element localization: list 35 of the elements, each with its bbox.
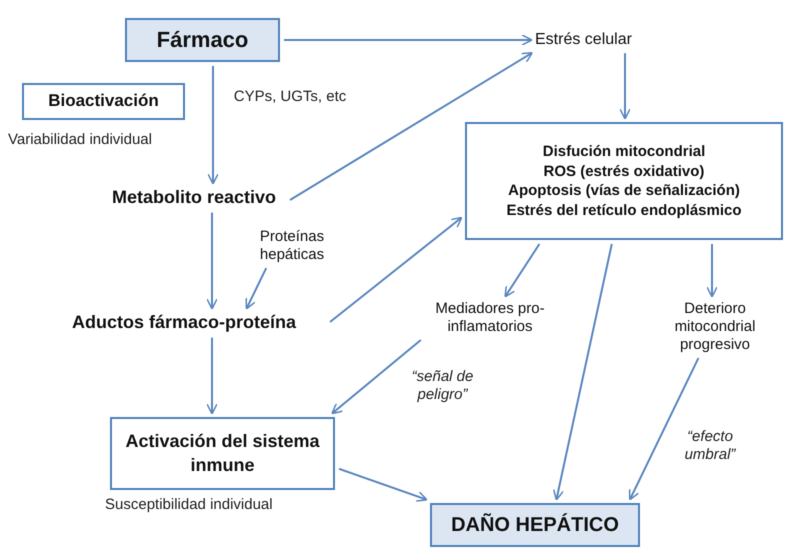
- arrow: [331, 339, 422, 414]
- arrow: [619, 53, 631, 120]
- arrow: [207, 66, 219, 185]
- arrow: [329, 216, 463, 323]
- arrow: [284, 34, 533, 46]
- arrow: [628, 358, 700, 501]
- arrow: [552, 244, 613, 501]
- box-text: Estrés del retículo endoplásmico: [506, 200, 742, 220]
- annotation-text: Susceptibilidad individual: [105, 496, 273, 513]
- outcome-box: [430, 503, 640, 547]
- arrow: [706, 244, 718, 298]
- arrow: [504, 243, 540, 298]
- box-text: Fármaco: [156, 26, 248, 54]
- process-box: [22, 83, 185, 120]
- node-label: Mediadores pro-inflamatorios: [410, 300, 570, 336]
- box-text: Bioactivación: [48, 90, 159, 112]
- box-text: Apoptosis (vías de señalización): [508, 181, 740, 200]
- arrow: [289, 52, 534, 201]
- box-text: Disfución mitocondrial: [542, 142, 706, 162]
- box-text: Activación del sistema inmune: [124, 430, 321, 476]
- node-label: Aductos fármaco-proteína: [72, 312, 296, 334]
- node-label: Estrés celular: [535, 30, 632, 50]
- box-text: DAÑO HEPÁTICO: [451, 512, 619, 538]
- drug-box: [125, 18, 280, 62]
- box-text: ROS (estrés oxidativo): [544, 162, 704, 181]
- node-label: Proteínas hepáticas: [242, 228, 342, 264]
- process-box: [110, 417, 335, 490]
- annotation-text: Variabilidad individual: [8, 131, 152, 148]
- arrow: [206, 338, 218, 415]
- arrow: [338, 468, 428, 502]
- node-label: Deterioro mitocondrial progresivo: [655, 300, 775, 354]
- process-box: [465, 122, 783, 240]
- arrow: [206, 212, 218, 310]
- node-label: Metabolito reactivo: [112, 187, 276, 209]
- arrow: [246, 268, 268, 310]
